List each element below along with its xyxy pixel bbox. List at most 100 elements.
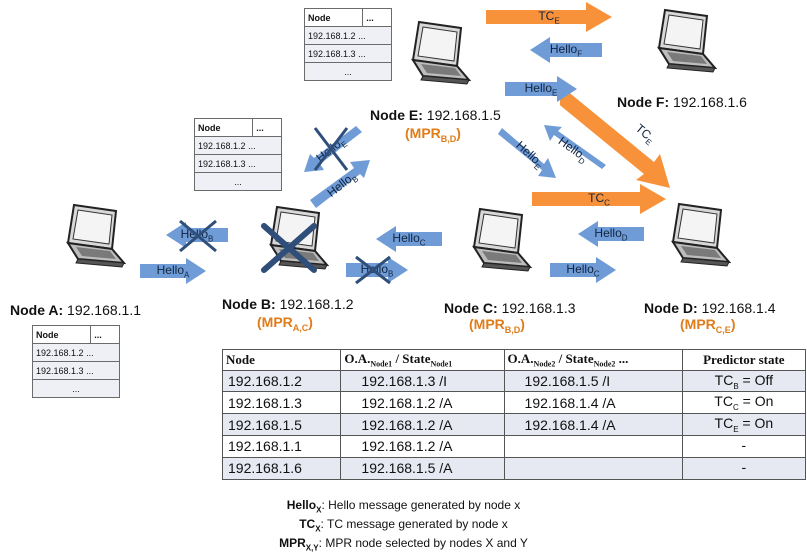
legend-sub: X: [316, 505, 322, 515]
pred-val: = On: [738, 415, 774, 432]
state-table-header: Node O.A.Node1 / StateNode1 O.A.Node2 / …: [221, 349, 807, 371]
mpr-text: MPR: [684, 316, 716, 332]
node-name: Node D:: [644, 300, 698, 316]
legend-sub: X,Y: [305, 543, 319, 553]
hello-sub: D: [621, 233, 628, 243]
hello-text: Hello: [566, 261, 594, 276]
node-name: Node F:: [617, 94, 670, 110]
mini-row: 192.168.1.2 ...: [304, 26, 392, 45]
header-predictor: Predictor state: [681, 349, 807, 371]
hello-d-label: HelloD: [555, 134, 591, 167]
legend-text: : MPR node selected by nodes X and Y: [318, 536, 528, 550]
hdr-text: O.A.: [507, 351, 534, 366]
mini-header-node: Node: [193, 118, 254, 137]
hello-sub: A: [184, 270, 190, 280]
laptop-node-e-icon: [405, 20, 471, 98]
hello-arrow-e-to-b-blocked: HelloE: [300, 126, 362, 174]
node-a-label: Node A: 192.168.1.1: [10, 302, 141, 318]
hello-sub: B: [208, 234, 214, 244]
hello-sub: C: [593, 269, 600, 279]
hello-f-label: HelloF: [550, 42, 582, 58]
blocked-cross-icon: [176, 217, 220, 260]
pred-sub: B: [733, 381, 739, 391]
hello-d-c-label: HelloD: [594, 226, 627, 242]
cell-node: 192.168.1.3: [221, 391, 342, 415]
hello-c-d-label: HelloC: [566, 262, 599, 278]
mini-ip: 192.168.1.3: [308, 48, 356, 59]
node-c-label: Node C: 192.168.1.3: [444, 300, 576, 316]
hello-arrow-c-to-b: HelloC: [376, 226, 442, 252]
blocked-cross-icon: [352, 253, 394, 292]
cell-oa2: 192.168.1.4 /A: [503, 391, 683, 415]
node-b-label: Node B: 192.168.1.2: [222, 296, 354, 312]
node-ip: 192.168.1.3: [501, 300, 576, 316]
node-ip: 192.168.1.4: [701, 300, 776, 316]
mini-dots: ...: [358, 30, 366, 41]
hello-sub: C: [419, 238, 426, 248]
node-ip: 192.168.1.2: [279, 296, 354, 312]
header-oa2: O.A.Node2 / StateNode2 ...: [503, 349, 683, 371]
node-name: Node B:: [222, 296, 276, 312]
legend-key: TC: [299, 517, 316, 531]
pred-main: -: [741, 436, 747, 453]
mini-row-more: ...: [304, 62, 392, 81]
cell-oa2: [503, 434, 683, 458]
hello-text: Hello: [156, 262, 184, 277]
mini-dots: ...: [248, 158, 256, 169]
mpr-sub: A,C: [292, 322, 309, 333]
hdr-sub: Node2: [593, 359, 616, 369]
tc-arrow-c-to-d: TCC: [532, 184, 666, 214]
hdr-sub: Node1: [430, 359, 453, 369]
cell-oa1: 192.168.1.3 /I: [340, 369, 505, 393]
cell-predictor: TCB = Off: [681, 369, 807, 393]
cell-predictor: -: [681, 456, 807, 480]
laptop-node-d-icon: [665, 202, 731, 280]
node-name: Node C:: [444, 300, 498, 316]
mpr-text: MPR: [473, 316, 505, 332]
mini-dots: ...: [248, 140, 256, 151]
node-ip: 192.168.1.6: [673, 94, 747, 110]
header-oa1: O.A.Node1 / StateNode1: [340, 349, 505, 371]
neighbor-table-b: Node... 192.168.1.2 ... 192.168.1.3 ... …: [193, 118, 282, 191]
pred-main: -: [741, 458, 747, 475]
laptop-node-a-icon: [60, 203, 126, 281]
node-e-mpr: (MPRB,D): [405, 125, 461, 144]
hello-text: Hello: [392, 230, 420, 245]
hello-text: Hello: [594, 225, 622, 240]
mpr-sub: C,E: [715, 324, 731, 335]
cell-oa1: 192.168.1.2 /A: [340, 413, 505, 436]
mini-dots: ...: [86, 347, 94, 358]
mini-header-node: Node: [303, 8, 364, 27]
legend-text: : Hello message generated by node x: [321, 498, 521, 512]
mini-ip: 192.168.1.2: [36, 347, 84, 358]
legend-tc: TCX: TC message generated by node x: [0, 517, 807, 533]
hdr-dots: ...: [618, 351, 629, 366]
tc-e2-label: TCE: [632, 121, 659, 147]
hello-arrow-e-to-f: HelloE: [505, 76, 577, 102]
node-d-mpr: (MPRC,E): [680, 316, 736, 335]
tc-arrow-e-to-f: TCE: [486, 2, 612, 32]
cell-predictor: TCC = On: [681, 391, 807, 415]
mpr-text: MPR: [261, 314, 293, 330]
blocked-cross-icon: [311, 124, 351, 179]
hello-a-label: HelloA: [157, 263, 190, 279]
pred-main: TC: [714, 371, 734, 388]
laptop-node-c-icon: [466, 207, 532, 285]
tc-sub: C: [604, 198, 610, 208]
hello-e-c-label: HelloE: [511, 138, 546, 172]
laptop-node-f-icon: [651, 8, 717, 86]
node-ip: 192.168.1.5: [426, 107, 501, 123]
node-b-mpr: (MPRA,C): [257, 314, 313, 333]
pred-sub: C: [732, 403, 739, 413]
mpr-sub: B,D: [504, 324, 521, 335]
neighbor-table-a: Node... 192.168.1.2 ... 192.168.1.3 ... …: [31, 325, 120, 398]
hello-text: Hello: [524, 80, 552, 95]
mini-dots: ...: [358, 48, 366, 59]
cell-predictor: -: [681, 434, 807, 458]
hello-e-label: HelloE: [525, 81, 558, 97]
mini-dots: ...: [86, 365, 94, 376]
hello-arrow-c-to-d: HelloC: [550, 257, 616, 283]
cell-node: 192.168.1.2: [221, 369, 342, 393]
